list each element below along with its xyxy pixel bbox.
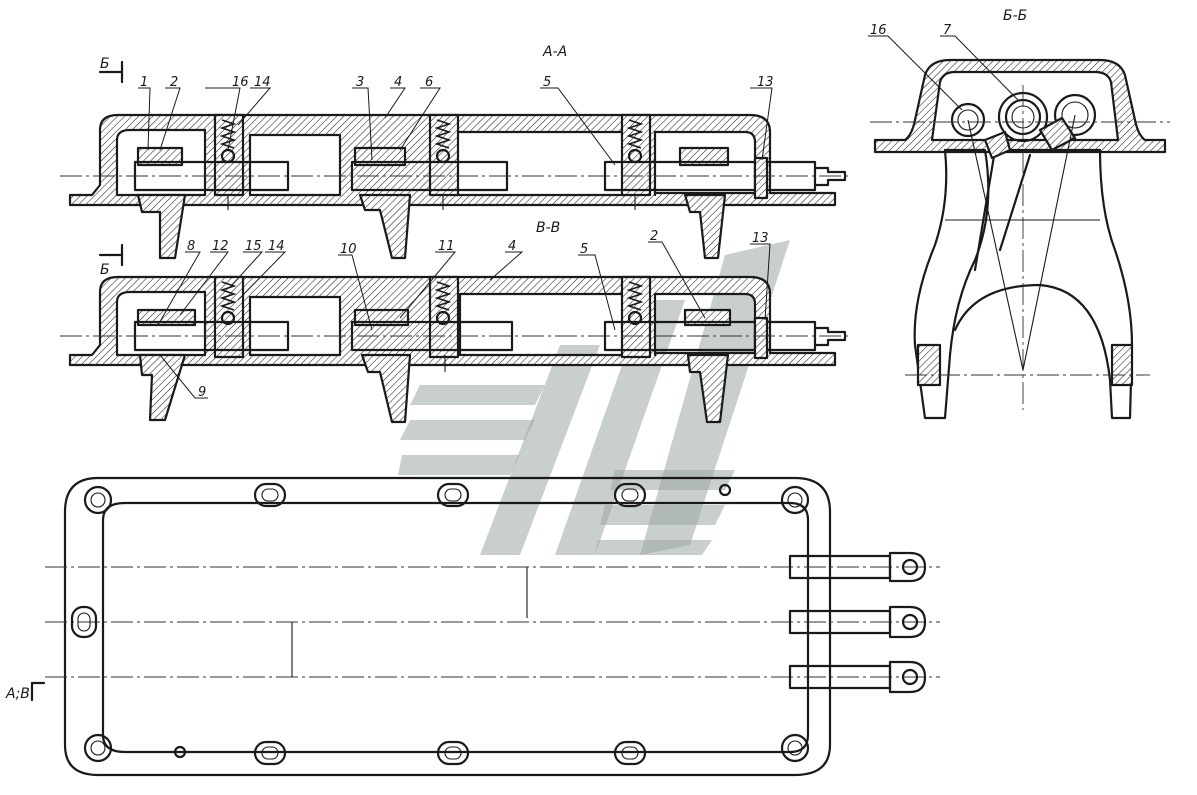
- callouts-vv: 8 12 15 14 10 11 4 5 2 13 9: [157, 229, 771, 400]
- section-aa: [60, 113, 850, 260]
- callout-aa-1: 1: [140, 75, 148, 90]
- cut-label-b-mid: Б: [100, 262, 110, 278]
- callout-vv-5: 5: [580, 242, 588, 257]
- callout-vv-12: 12: [212, 239, 229, 254]
- cut-label-b-top: Б: [100, 56, 110, 72]
- callout-aa-2: 2: [170, 75, 178, 90]
- callout-aa-3: 3: [356, 75, 364, 90]
- callout-aa-6: 6: [425, 75, 433, 90]
- cut-mark-b-top: Б: [98, 56, 124, 84]
- callout-aa-5: 5: [543, 75, 551, 90]
- callout-vv-4: 4: [508, 239, 516, 254]
- callout-aa-4: 4: [394, 75, 402, 90]
- callout-bb-16: 16: [870, 23, 887, 38]
- cut-mark-b-mid: Б: [98, 243, 124, 278]
- callout-vv-9: 9: [198, 385, 206, 400]
- section-title-bb: Б-Б: [1003, 8, 1027, 24]
- cover-plan-view: [45, 476, 940, 777]
- callouts-bb: 16 7: [868, 23, 1019, 111]
- section-title-aa: А-А: [542, 44, 567, 60]
- callout-vv-13: 13: [752, 231, 769, 246]
- callout-vv-15: 15: [245, 239, 262, 254]
- callout-vv-14: 14: [268, 239, 285, 254]
- callouts-aa: 1 2 16 14 3 4 6 5 13: [138, 75, 774, 166]
- callout-vv-2: 2: [650, 229, 658, 244]
- callout-vv-10: 10: [340, 242, 357, 257]
- callout-aa-16: 16: [232, 75, 249, 90]
- section-vv: [60, 275, 850, 424]
- callout-bb-7: 7: [943, 23, 952, 38]
- callout-aa-14: 14: [254, 75, 271, 90]
- callout-aa-13: 13: [757, 75, 774, 90]
- section-title-vv: В-В: [536, 220, 560, 236]
- callout-vv-8: 8: [187, 239, 195, 254]
- callout-vv-11: 11: [438, 239, 455, 254]
- cut-label-av: А;В: [5, 686, 30, 702]
- cut-mark-av: А;В: [5, 681, 46, 702]
- section-bb: [870, 58, 1170, 420]
